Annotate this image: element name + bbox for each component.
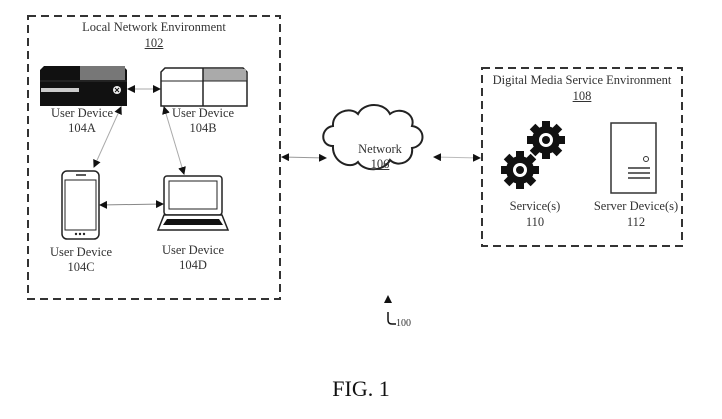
figure-reference: 100 [396, 318, 411, 329]
laptop-icon [156, 175, 230, 231]
services-ref: 110 [525, 215, 545, 229]
services-label: Service(s) [509, 199, 561, 213]
device-104C-label: User Device [49, 245, 113, 259]
digital-media-boundary [481, 67, 683, 247]
device-104A-label: User Device [50, 106, 114, 120]
game-console-dark-icon [40, 66, 127, 106]
smartphone-icon [61, 170, 100, 240]
game-console-light-icon [160, 67, 248, 107]
network-ref: 106 [370, 157, 390, 171]
link-local-network [281, 153, 327, 162]
device-104D-ref: 104D [179, 258, 207, 272]
gears-icon [501, 121, 565, 189]
local-network-title: Local Network Environment [82, 20, 226, 34]
device-104B-label: User Device [171, 106, 235, 120]
server-icon [610, 122, 657, 194]
link-104B-104D [162, 106, 186, 175]
reference-arrow [387, 312, 396, 325]
digital-media-ref: 108 [572, 89, 592, 103]
network-label: Network [358, 142, 402, 156]
link-104A-104C [93, 106, 122, 168]
device-104A-ref: 104A [68, 121, 96, 135]
digital-media-title: Digital Media Service Environment [492, 73, 672, 87]
server-devices-label: Server Device(s) [593, 199, 679, 213]
device-104B-ref: 104B [189, 121, 217, 135]
link-network-digital-media [433, 153, 481, 162]
server-devices-ref: 112 [626, 215, 646, 229]
figure-caption: FIG. 1 [332, 376, 390, 401]
local-network-boundary [27, 15, 281, 300]
device-104D-label: User Device [161, 243, 225, 257]
device-104C-ref: 104C [67, 260, 95, 274]
cloud-icon [322, 104, 424, 171]
local-network-ref: 102 [144, 36, 164, 50]
link-104C-104D [99, 200, 164, 209]
